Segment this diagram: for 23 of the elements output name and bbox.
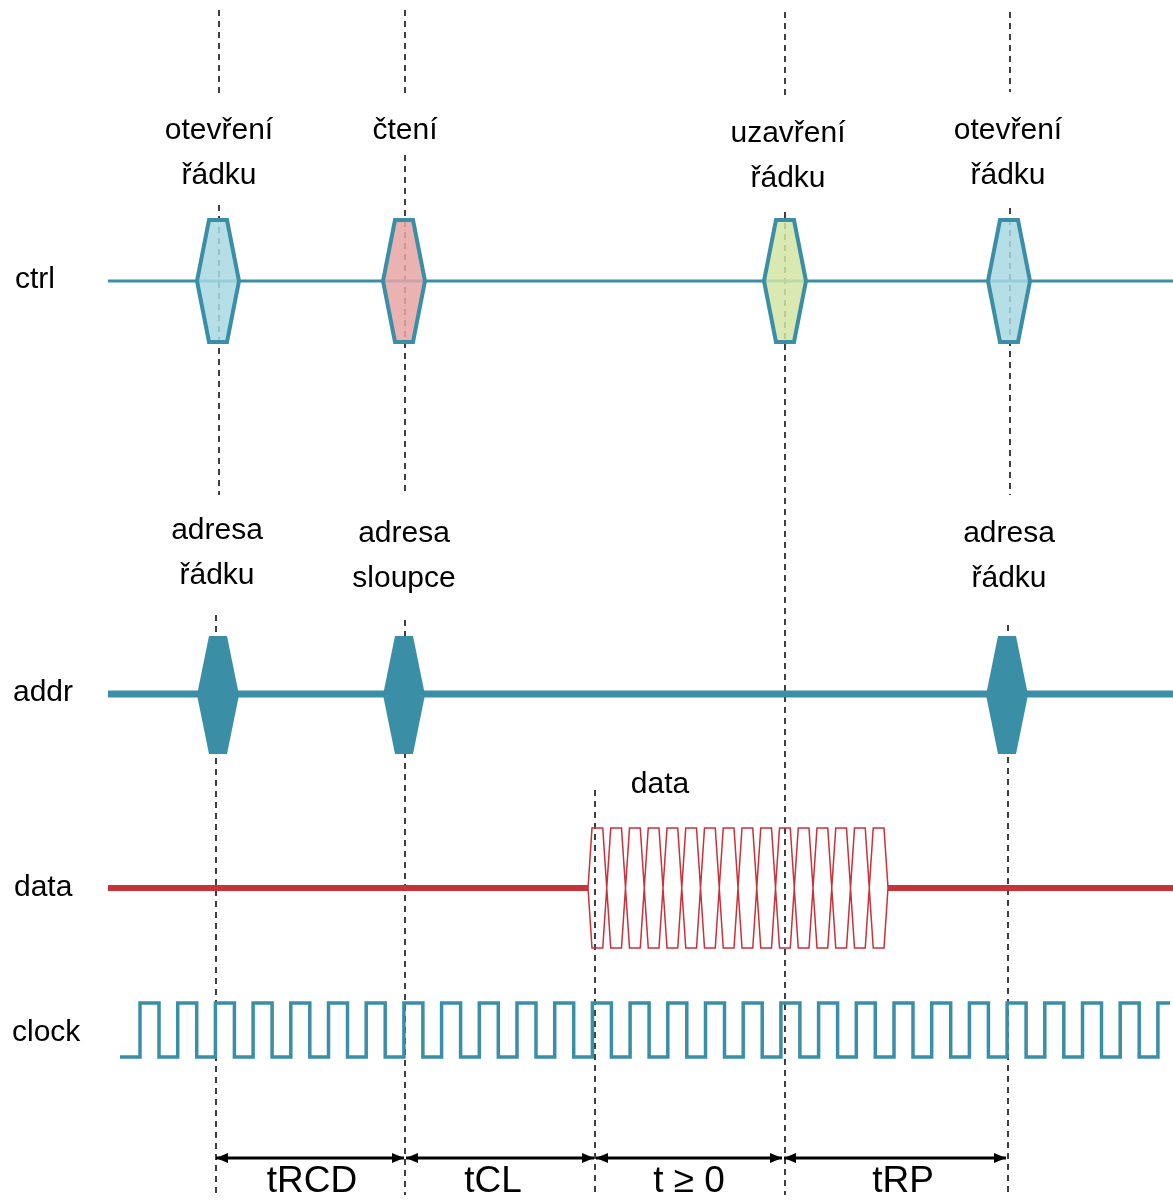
burst-label: data (629, 765, 691, 801)
ctrl-command-hexagon (380, 218, 428, 344)
address-hexagon (383, 636, 425, 754)
event-label: otevření řádku (952, 111, 1064, 192)
timing-label: tRCD (265, 1158, 359, 1202)
event-label: uzavření řádku (729, 114, 847, 195)
ctrl-command-hexagon (194, 218, 242, 344)
address-hexagon (986, 636, 1028, 754)
event-label: adresa sloupce (351, 514, 457, 595)
signal-name: data (14, 868, 73, 904)
ctrl-command-hexagon (985, 218, 1033, 344)
event-label: čtení (371, 111, 439, 147)
event-label: adresa řádku (170, 511, 264, 592)
timing-label: tCL (463, 1158, 523, 1202)
event-label: otevření řádku (163, 111, 275, 192)
address-hexagon (197, 636, 239, 754)
ctrl-command-hexagon (761, 218, 809, 344)
signal-name: clock (12, 1013, 81, 1049)
timing-label: t ≥ 0 (652, 1158, 726, 1202)
signal-name: addr (13, 673, 74, 709)
event-label: adresa řádku (962, 514, 1056, 595)
signal-name: ctrl (15, 260, 55, 296)
timing-label: tRP (871, 1158, 935, 1202)
